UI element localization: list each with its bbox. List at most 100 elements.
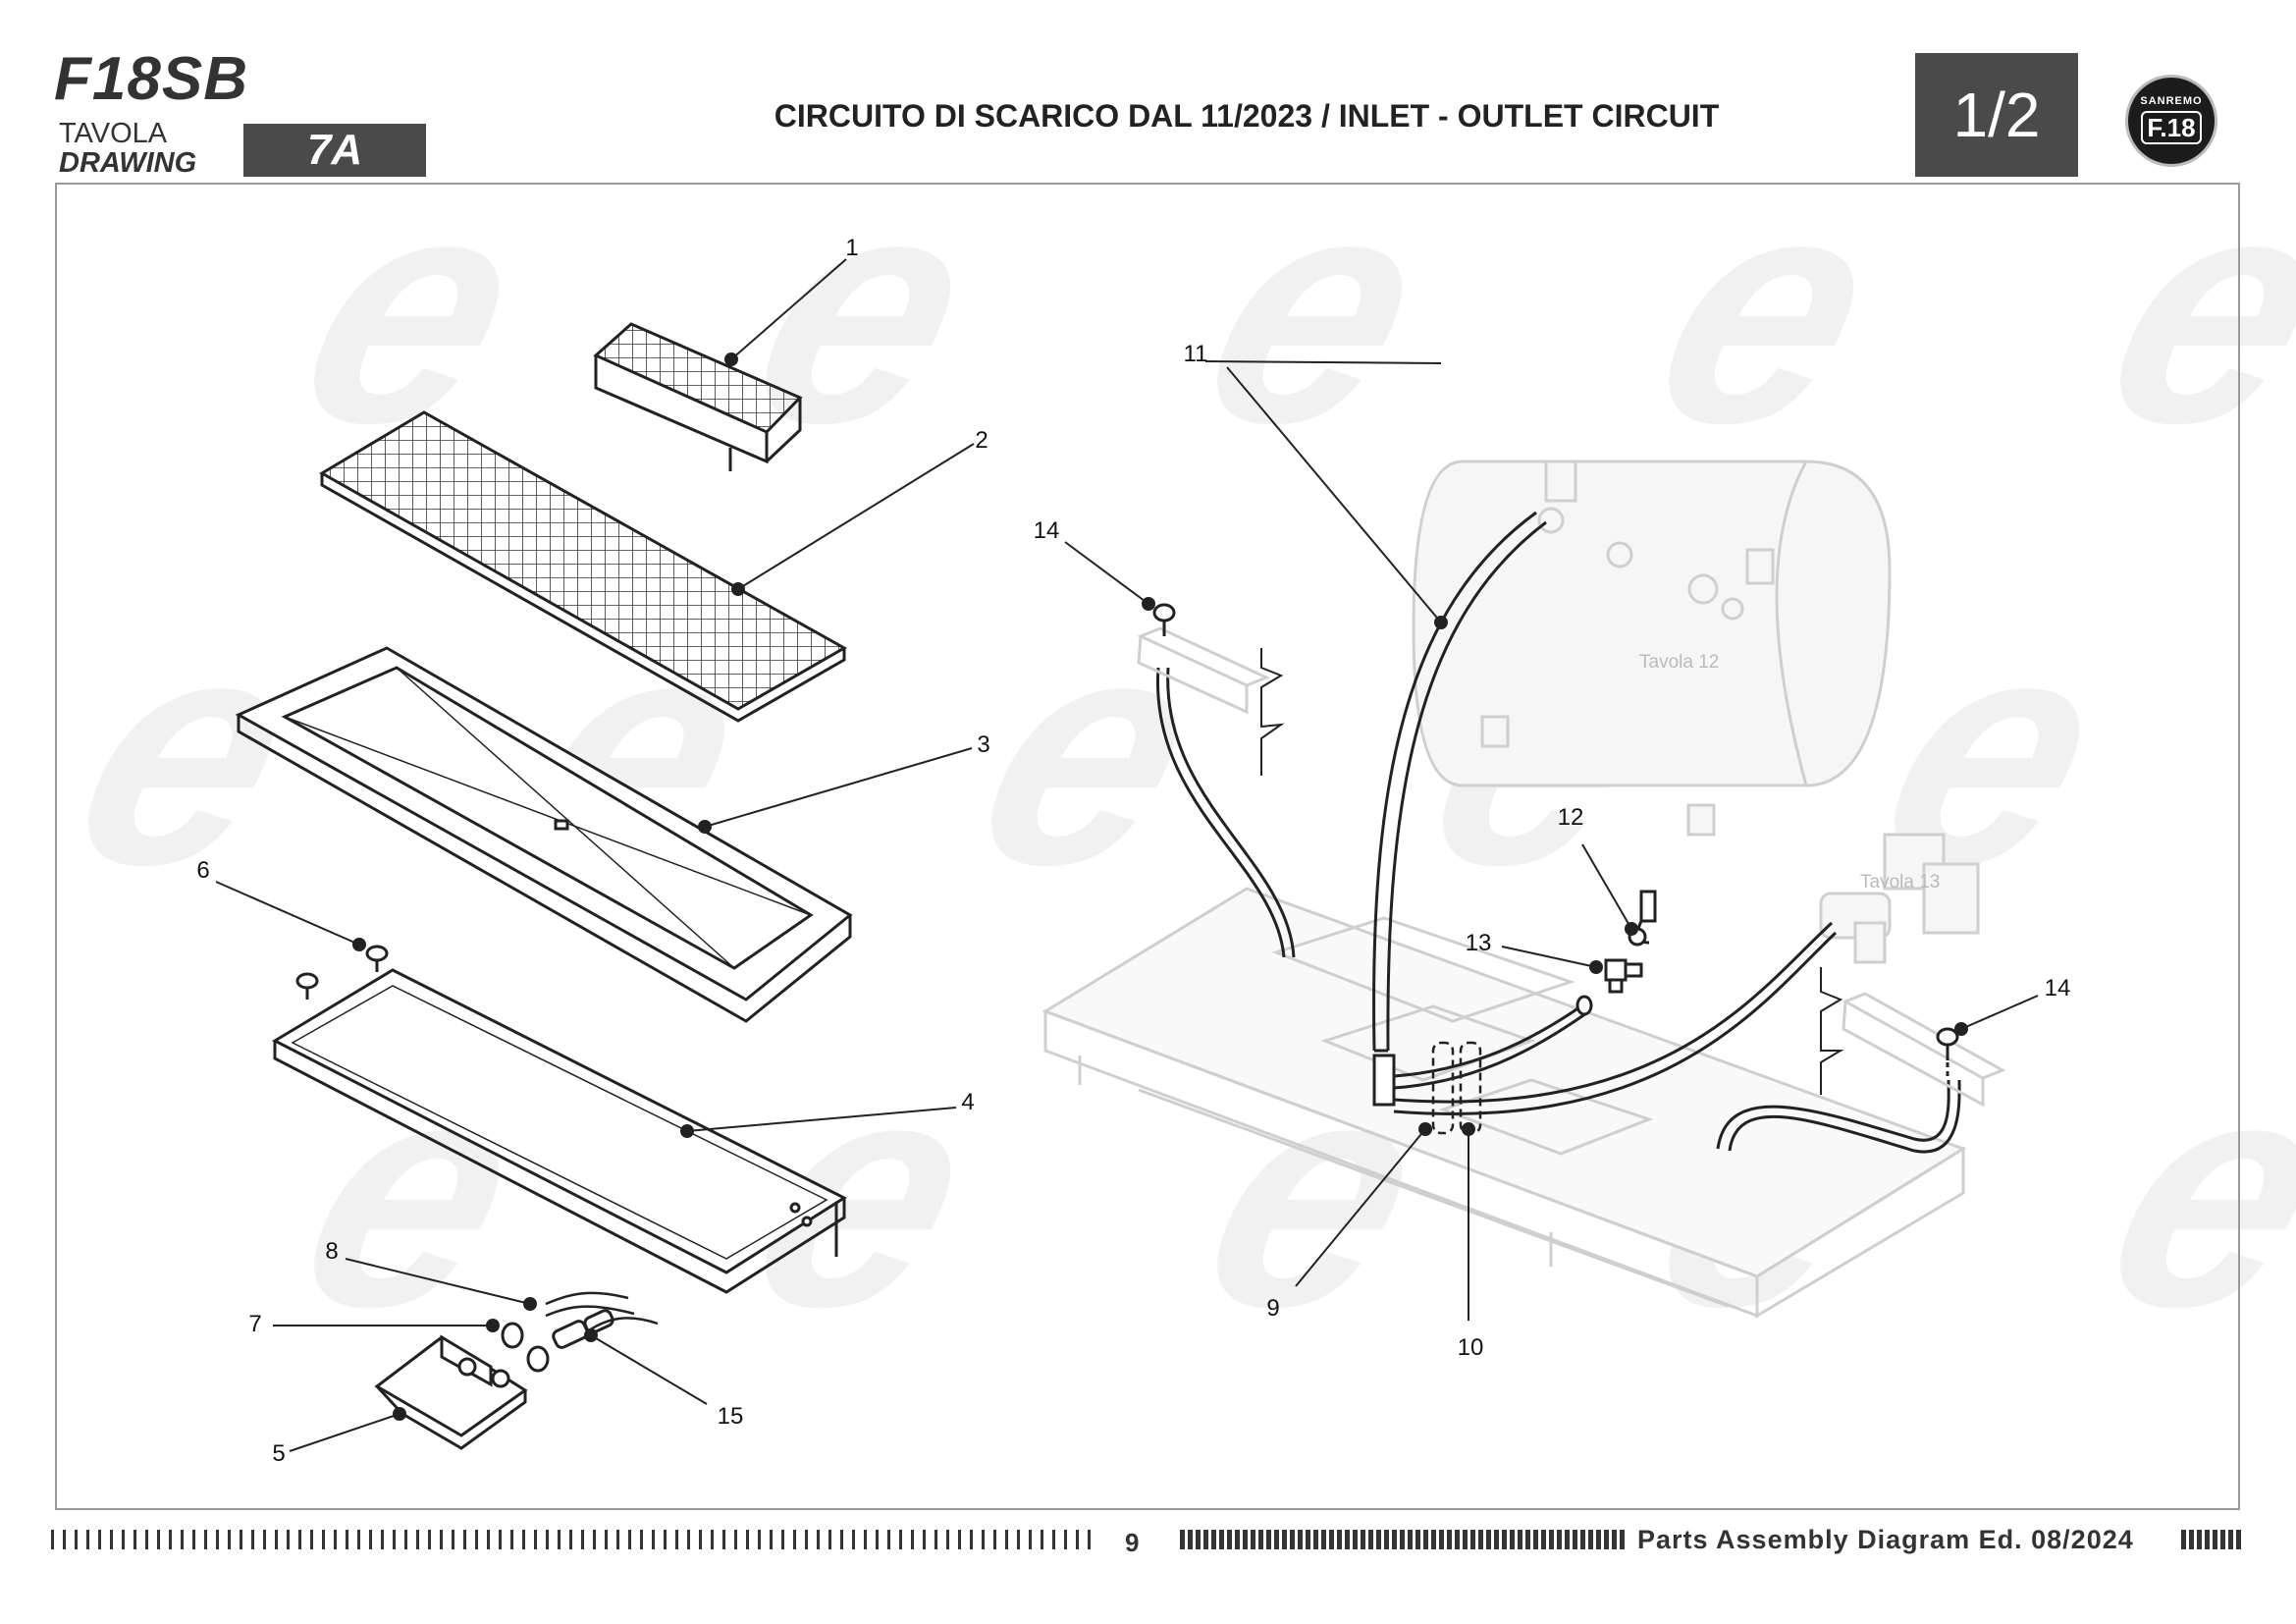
break-line-left: [1260, 648, 1285, 776]
footer-tick: [86, 1530, 89, 1549]
footer-tick: [711, 1530, 714, 1549]
footer-tick: [558, 1530, 561, 1549]
footer-tick: [1549, 1530, 1554, 1549]
callout-13: 13: [1466, 930, 1492, 956]
footer-tick: [51, 1530, 54, 1549]
footer-note: Parts Assembly Diagram Ed. 08/2024: [1637, 1525, 2134, 1554]
callout-numbers: 1 2 3 4 5 6 7 8 9 10 11 12 13 14 14 15: [196, 235, 2070, 1467]
callout-15: 15: [718, 1403, 744, 1430]
footer-tick: [1298, 1530, 1303, 1549]
footer-tick: [263, 1530, 266, 1549]
footer-tick: [287, 1530, 290, 1549]
footer-tick: [522, 1530, 525, 1549]
footer-tick: [393, 1530, 396, 1549]
footer-tick: [993, 1530, 996, 1549]
part-13-tee-fitting: [1604, 958, 1643, 994]
footer-tick: [322, 1530, 325, 1549]
footer-tick: [1423, 1530, 1428, 1549]
right-bracket: [1842, 992, 2006, 1108]
footer-tick: [758, 1530, 761, 1549]
footer-tick: [463, 1530, 466, 1549]
leader-lines: [215, 258, 2039, 1452]
part-hoses-right: [1393, 921, 1961, 1154]
footer-tick: [887, 1530, 890, 1549]
footer-tick: [75, 1530, 78, 1549]
footer-tick: [1041, 1530, 1043, 1549]
footer-tick-strip-right: [2181, 1530, 2241, 1549]
footer-tick: [852, 1530, 855, 1549]
part-14-screw-right: [1936, 1027, 1959, 1080]
footer-tick: [817, 1530, 820, 1549]
footer-tick: [734, 1530, 737, 1549]
footer-tick: [664, 1530, 667, 1549]
part-12-elbow-fitting: [1628, 890, 1657, 947]
footer-tick: [652, 1530, 655, 1549]
footer-tick: [1533, 1530, 1538, 1549]
part-5-drain-funnel: [374, 1334, 528, 1450]
footer-tick: [1329, 1530, 1334, 1549]
footer-tick: [1227, 1530, 1232, 1549]
part-15-hose-fittings: [552, 1309, 614, 1349]
footer-tick: [1306, 1530, 1310, 1549]
ghost-label-tavola-12: Tavola 12: [1639, 652, 1719, 673]
drawing-frame: [55, 183, 2240, 1510]
footer-tick: [534, 1530, 537, 1549]
part-6-screws: [295, 945, 389, 1000]
footer-tick: [1219, 1530, 1224, 1549]
footer-tick: [428, 1530, 431, 1549]
footer-tick: [1510, 1530, 1515, 1549]
footer-tick: [675, 1530, 678, 1549]
footer-tick: [781, 1530, 784, 1549]
footer-tick: [1478, 1530, 1483, 1549]
footer-tick: [1076, 1530, 1079, 1549]
page-title: CIRCUITO DI SCARICO DAL 11/2023 / INLET …: [774, 98, 1720, 134]
callout-14-right: 14: [2045, 975, 2071, 1001]
footer-tick: [1565, 1530, 1570, 1549]
footer-tick: [569, 1530, 572, 1549]
footer-tick: [1266, 1530, 1271, 1549]
footer-tick: [1235, 1530, 1240, 1549]
footer-tick: [1573, 1530, 1577, 1549]
footer-tick: [605, 1530, 608, 1549]
footer-tick: [240, 1530, 242, 1549]
footer-tick: [251, 1530, 254, 1549]
footer-tick: [1400, 1530, 1405, 1549]
footer-tick: [1321, 1530, 1326, 1549]
footer-tick: [1596, 1530, 1601, 1549]
footer-tick: [440, 1530, 443, 1549]
footer-tick: [1384, 1530, 1389, 1549]
footer-tick: [157, 1530, 160, 1549]
part-7-fittings: [501, 1322, 550, 1373]
footer-tick: [1180, 1530, 1185, 1549]
part-4-tray-support: [271, 968, 848, 1294]
footer-tick: [487, 1530, 490, 1549]
ghost-valve: [1819, 833, 1980, 964]
part-11-drain-hose: [1372, 511, 1547, 1107]
footer-tick: [699, 1530, 702, 1549]
ghost-boiler: [1412, 460, 1892, 837]
footer-tick: [310, 1530, 313, 1549]
tavola-label: TAVOLA: [59, 118, 168, 149]
footer-tick: [1494, 1530, 1499, 1549]
logo-mark-text: F.18: [2141, 111, 2202, 144]
footer-tick: [1463, 1530, 1468, 1549]
footer-tick-strip-middle: [1180, 1530, 1625, 1549]
footer-page-number: 9: [1125, 1528, 1140, 1557]
footer-tick: [746, 1530, 749, 1549]
footer-tick: [982, 1530, 985, 1549]
footer-tick: [98, 1530, 101, 1549]
footer-tick: [1557, 1530, 1562, 1549]
footer-tick: [216, 1530, 219, 1549]
model-name: F18SB: [54, 45, 248, 113]
drawing-label: DRAWING: [59, 147, 197, 179]
footer-tick: [911, 1530, 914, 1549]
page-fraction-badge: 1/2: [1915, 53, 2078, 177]
footer-tick: [404, 1530, 407, 1549]
footer-tick: [1439, 1530, 1444, 1549]
footer-tick: [1415, 1530, 1420, 1549]
footer-tick: [793, 1530, 796, 1549]
footer-tick: [369, 1530, 372, 1549]
callout-11: 11: [1184, 341, 1208, 367]
footer-tick: [475, 1530, 478, 1549]
footer-tick: [946, 1530, 949, 1549]
